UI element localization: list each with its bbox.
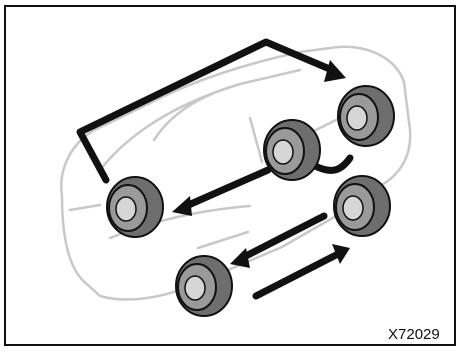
figure-code: X72029	[388, 326, 460, 343]
tire-icon	[264, 120, 320, 180]
arrowheads	[172, 60, 350, 268]
tire-icon	[176, 256, 232, 316]
arrowhead-rear-right	[324, 60, 346, 82]
tire-icon	[334, 176, 390, 236]
arrowhead-front-left	[172, 196, 192, 216]
tire-icon	[338, 86, 394, 146]
arrowhead-lower-left	[230, 248, 250, 268]
tire-icon	[107, 177, 163, 237]
